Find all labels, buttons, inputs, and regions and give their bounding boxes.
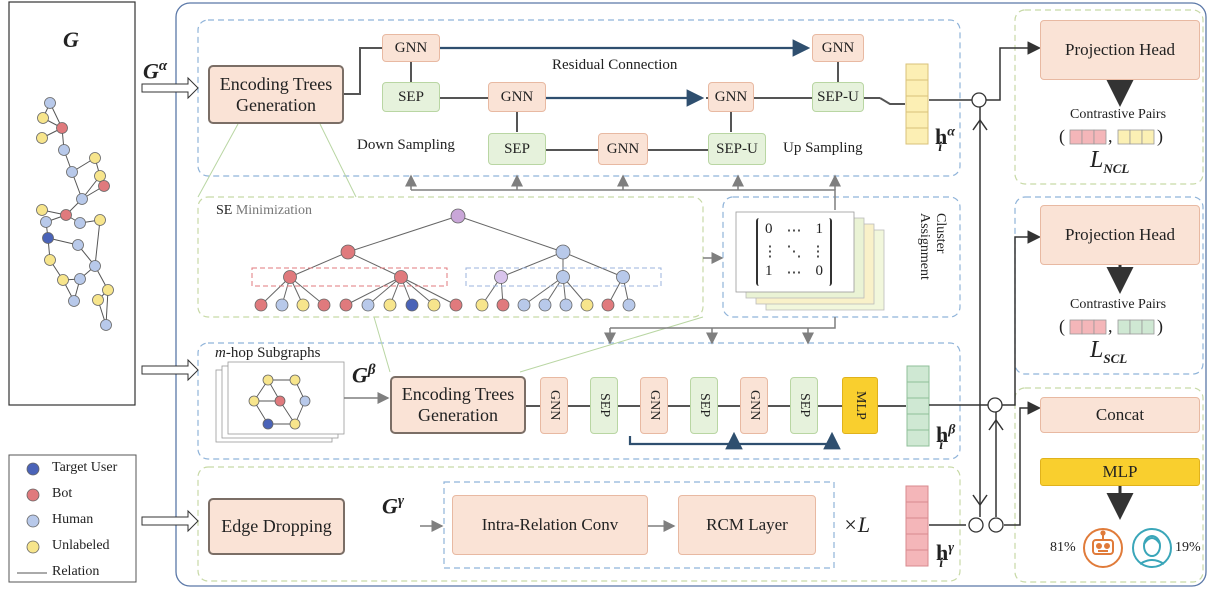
scl-projection-head: Projection Head bbox=[1040, 205, 1200, 265]
alpha-sep-1: SEP bbox=[382, 82, 440, 112]
g-beta-label: Gβ bbox=[352, 362, 376, 388]
hollow-arrows bbox=[141, 76, 199, 533]
beta-gnn-3: GNN bbox=[740, 377, 768, 434]
se-minimization-label: SE Minimization bbox=[216, 203, 313, 218]
down-sampling-label: Down Sampling bbox=[357, 137, 455, 153]
beta-gnn-2: GNN bbox=[640, 377, 668, 434]
input-graph-label: G bbox=[63, 27, 79, 52]
alpha-gnn-top-left: GNN bbox=[382, 34, 440, 62]
scl-pair bbox=[1069, 319, 1155, 335]
legend-human: Human bbox=[52, 512, 94, 527]
matrix-row-2: ⋮⋱⋮ bbox=[762, 244, 826, 260]
beta-region bbox=[197, 342, 961, 460]
scl-pair-open-paren: ( bbox=[1059, 316, 1065, 336]
input-graph-panel bbox=[8, 1, 136, 406]
legend-relation: Relation bbox=[52, 564, 100, 579]
alpha-gnn-top-right: GNN bbox=[812, 34, 864, 62]
beta-gnn-1: GNN bbox=[540, 377, 568, 434]
g-alpha-label: Gα bbox=[143, 58, 168, 84]
times-l-label: ×L bbox=[843, 512, 871, 537]
beta-sep-3: SEP bbox=[790, 377, 818, 434]
human-icon bbox=[1132, 528, 1172, 568]
up-sampling-label: Up Sampling bbox=[783, 140, 863, 156]
beta-encoding-trees-box: Encoding Trees Generation bbox=[390, 376, 526, 434]
bot-cluster-box bbox=[251, 267, 448, 287]
rcm-layer-box: RCM Layer bbox=[678, 495, 816, 555]
input-graph-nodes bbox=[36, 97, 114, 331]
matrix-row-1: 0⋯1 bbox=[765, 221, 823, 239]
scl-region bbox=[1014, 196, 1204, 375]
scl-pair-close-paren: ) bbox=[1157, 316, 1163, 336]
scl-loss-label: LSCL bbox=[1090, 337, 1128, 366]
legend-bot: Bot bbox=[52, 486, 73, 501]
h-beta-vector bbox=[906, 365, 930, 447]
h-gamma-vector bbox=[905, 485, 929, 567]
alpha-gnn-bottom: GNN bbox=[598, 133, 648, 165]
beta-sep-2: SEP bbox=[690, 377, 718, 434]
alpha-gnn-mid-left: GNN bbox=[488, 82, 546, 112]
beta-mlp: MLP bbox=[842, 377, 878, 434]
gamma-inner-region bbox=[443, 481, 835, 569]
ncl-projection-head: Projection Head bbox=[1040, 20, 1200, 80]
gamma-region bbox=[197, 466, 961, 582]
alpha-sep-u-1: SEP-U bbox=[812, 82, 864, 112]
alpha-region bbox=[197, 19, 961, 177]
alpha-sep-2: SEP bbox=[488, 133, 546, 165]
alpha-encoding-trees-box: Encoding Trees Generation bbox=[208, 65, 344, 124]
bot-icon bbox=[1083, 528, 1123, 568]
scl-pair-comma: , bbox=[1108, 316, 1113, 336]
ncl-region bbox=[1014, 9, 1204, 185]
h-alpha-vector bbox=[905, 63, 929, 145]
beta-sep-1: SEP bbox=[590, 377, 618, 434]
m-hop-subgraphs-label: m-hop Subgraphs bbox=[215, 345, 321, 361]
ncl-pair-open-paren: ( bbox=[1059, 126, 1065, 146]
ncl-pair bbox=[1069, 129, 1155, 145]
output-region bbox=[1014, 387, 1204, 583]
bot-percentage: 81% bbox=[1050, 540, 1076, 555]
se-tree-nodes bbox=[254, 208, 636, 312]
ncl-contrastive-pairs-label: Contrastive Pairs bbox=[1070, 107, 1167, 122]
se-region bbox=[197, 196, 704, 318]
output-mlp-box: MLP bbox=[1040, 458, 1200, 486]
cluster-stack bbox=[735, 211, 885, 311]
alpha-gnn-mid-right: GNN bbox=[708, 82, 754, 112]
matrix-row-3: 1⋯0 bbox=[765, 263, 823, 281]
human-cluster-box bbox=[465, 267, 662, 287]
legend-target-user: Target User bbox=[52, 460, 118, 475]
legend-unlabeled: Unlabeled bbox=[52, 538, 110, 553]
scl-contrastive-pairs-label: Contrastive Pairs bbox=[1070, 297, 1167, 312]
alpha-sep-u-2: SEP-U bbox=[708, 133, 766, 165]
residual-connection-label: Residual Connection bbox=[552, 57, 678, 73]
edge-dropping-box: Edge Dropping bbox=[208, 498, 345, 555]
ncl-pair-comma: , bbox=[1108, 126, 1113, 146]
se-tree-edges bbox=[260, 215, 630, 306]
human-percentage: 19% bbox=[1175, 540, 1201, 555]
ncl-loss-label: LNCL bbox=[1090, 147, 1130, 176]
main-frame bbox=[175, 2, 1207, 587]
intra-relation-conv-box: Intra-Relation Conv bbox=[452, 495, 648, 555]
g-gamma-label: Gγ bbox=[382, 493, 405, 519]
cluster-matrix: 0⋯1 ⋮⋱⋮ 1⋯0 bbox=[756, 218, 832, 286]
concat-box: Concat bbox=[1040, 397, 1200, 433]
ncl-pair-close-paren: ) bbox=[1157, 126, 1163, 146]
